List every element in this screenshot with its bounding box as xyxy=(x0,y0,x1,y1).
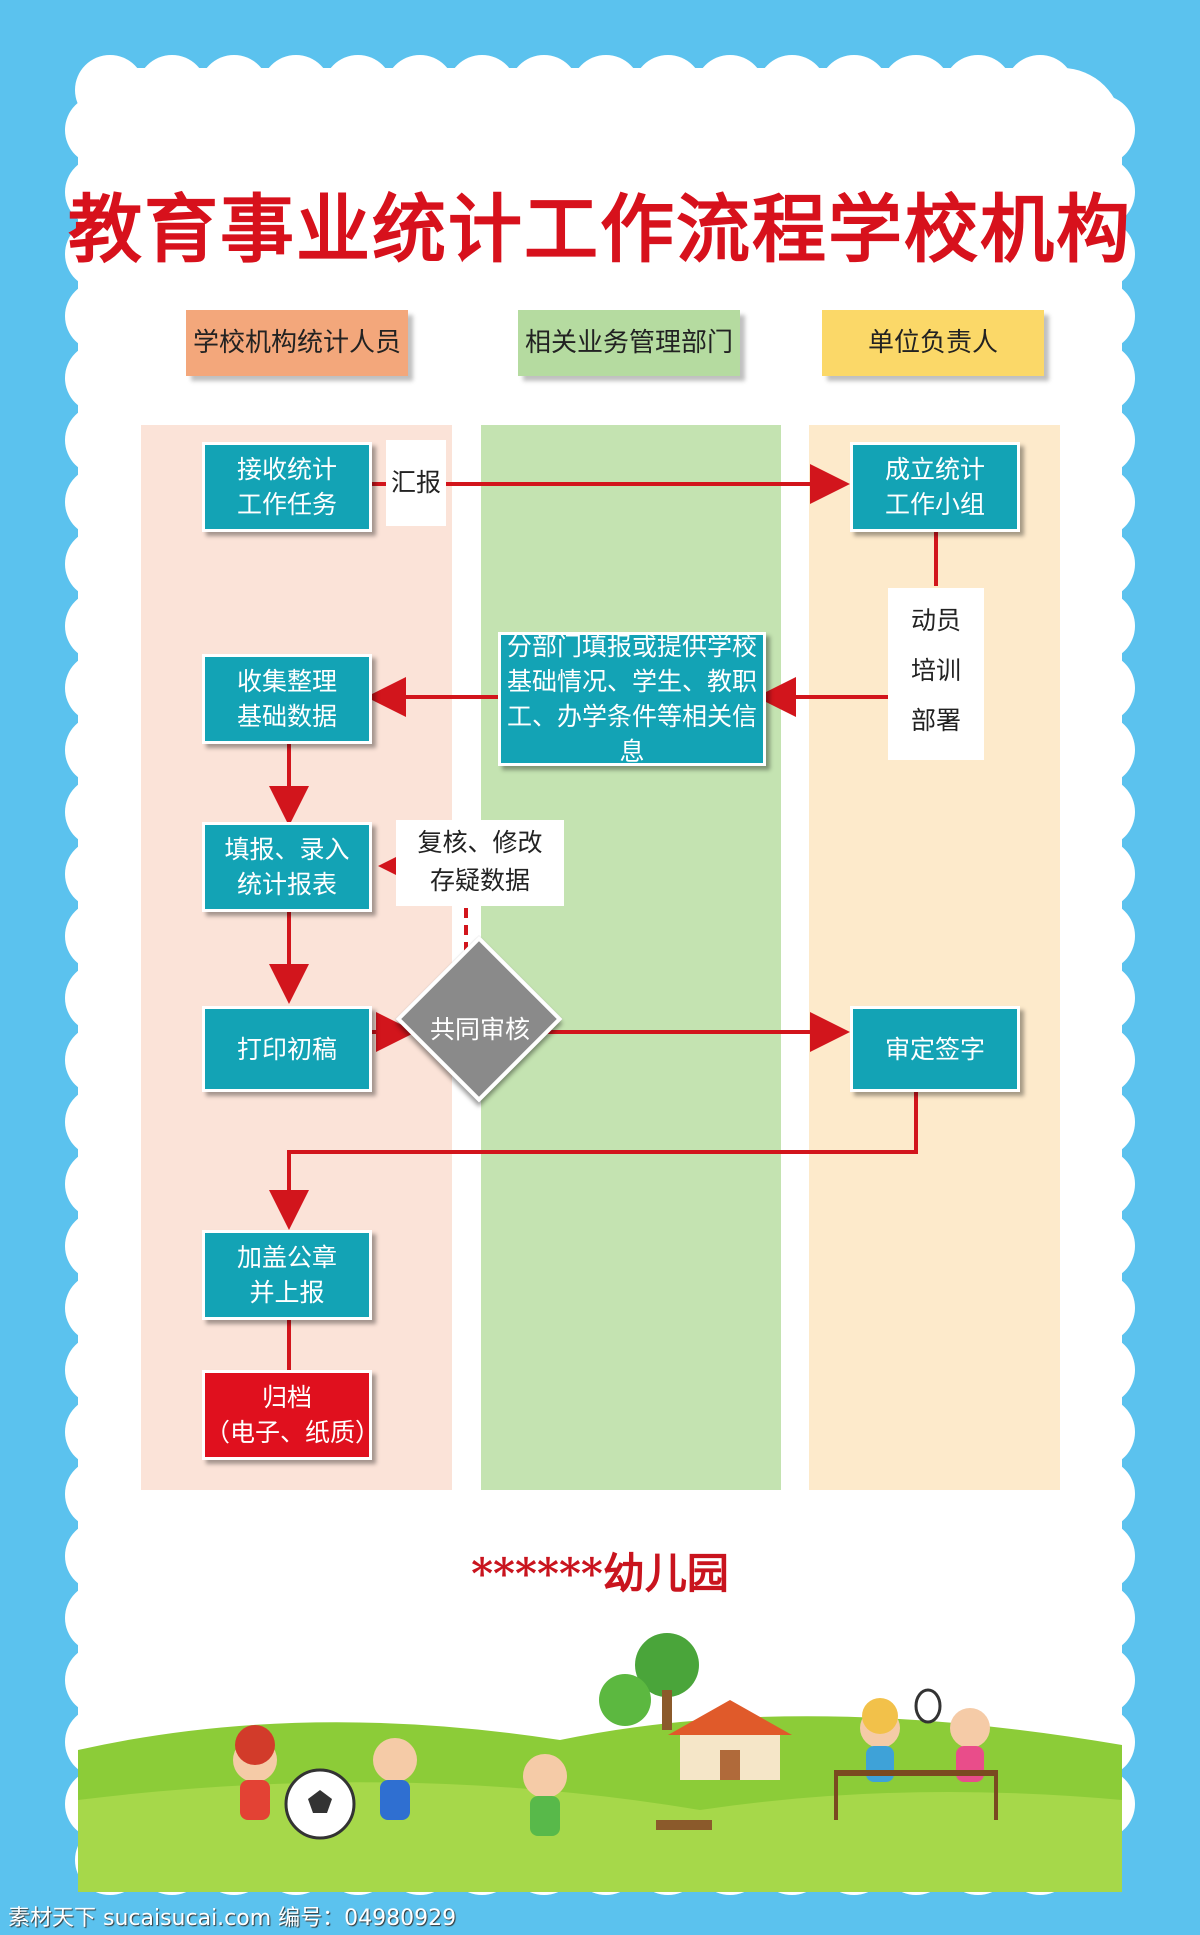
decision-joint-review: 共同审核 xyxy=(429,1015,530,1044)
scallop-bump xyxy=(65,1583,135,1653)
scallop-bump xyxy=(65,1459,135,1529)
scallop-bump xyxy=(1065,839,1135,909)
scallop-bump xyxy=(1065,591,1135,661)
scallop-bump xyxy=(65,467,135,537)
scallop-bump xyxy=(1065,1583,1135,1653)
scallop-bump xyxy=(65,591,135,661)
tennis-net-icon xyxy=(836,1770,996,1776)
scallop-bump xyxy=(65,529,135,599)
scallop-bump xyxy=(65,219,135,289)
scallop-bump xyxy=(695,55,765,125)
scallop-bump xyxy=(943,55,1013,125)
lane-header-management-dept: 相关业务管理部门 xyxy=(518,310,740,376)
scallop-bump xyxy=(65,715,135,785)
arrow-to-seal xyxy=(269,1090,918,1230)
scallop-bump xyxy=(1065,1335,1135,1405)
scallop-bump xyxy=(1065,405,1135,475)
scallop-bump xyxy=(65,963,135,1033)
scallop-bump xyxy=(65,405,135,475)
child-figure-icon xyxy=(373,1738,417,1782)
scallop-bump xyxy=(323,55,393,125)
scallop-bump xyxy=(65,343,135,413)
scallop-bump xyxy=(1065,1521,1135,1591)
scallop-bump xyxy=(1065,1645,1135,1715)
scallop-bump xyxy=(1065,963,1135,1033)
scallop-bump xyxy=(65,1211,135,1281)
scallop-bump xyxy=(137,55,207,125)
scallop-bump xyxy=(385,55,455,125)
scallop-bump xyxy=(1005,55,1075,125)
scallop-bump xyxy=(65,1521,135,1591)
node-archive: 归档（电子、纸质） xyxy=(202,1370,380,1460)
lane-header-unit-head: 单位负责人 xyxy=(822,310,1044,376)
scallop-bump xyxy=(571,55,641,125)
scallop-bump xyxy=(65,1397,135,1467)
scallop-bump xyxy=(509,55,579,125)
scallop-bump xyxy=(65,1273,135,1343)
scallop-bump xyxy=(65,1149,135,1219)
scallop-bump xyxy=(881,55,951,125)
scallop-bump xyxy=(65,839,135,909)
scallop-bump xyxy=(819,55,889,125)
scallop-bump xyxy=(1065,653,1135,723)
scallop-bump xyxy=(1065,1211,1135,1281)
scallop-bump xyxy=(1065,219,1135,289)
scallop-bump xyxy=(1065,715,1135,785)
scallop-bump xyxy=(447,55,517,125)
scallop-bump xyxy=(65,1087,135,1157)
scallop-bump xyxy=(1065,1149,1135,1219)
scallop-bump xyxy=(633,55,703,125)
node-fill-report: 填报、录入统计报表 xyxy=(202,822,372,912)
scallop-bump xyxy=(65,777,135,847)
child-figure-icon xyxy=(523,1754,567,1798)
scallop-bump xyxy=(1065,157,1135,227)
scallop-bump xyxy=(1065,467,1135,537)
node-seal-submit: 加盖公章并上报 xyxy=(202,1230,372,1320)
scallop-bump xyxy=(65,1025,135,1095)
node-print-draft: 打印初稿 xyxy=(202,1006,372,1092)
footer-kindergarten-name: ******幼儿园 xyxy=(471,1549,729,1598)
scallop-bump xyxy=(65,901,135,971)
node-receive-task: 接收统计工作任务 xyxy=(202,442,372,532)
scallop-bump xyxy=(1065,95,1135,165)
scallop-bump xyxy=(1065,1459,1135,1529)
scallop-bump xyxy=(1065,1087,1135,1157)
watermark-text: 素材天下 sucaisucai.com 编号：04980929 xyxy=(8,1906,457,1931)
scallop-bump xyxy=(199,55,269,125)
lane-header-school-staff: 学校机构统计人员 xyxy=(186,310,408,376)
scallop-bump xyxy=(1065,1273,1135,1343)
node-dept-fill: 分部门填报或提供学校基础情况、学生、教职工、办学条件等相关信息 xyxy=(498,632,766,766)
page-title: 教育事业统计工作流程学校机构 xyxy=(68,187,1132,273)
scallop-bump xyxy=(65,95,135,165)
scallop-bump xyxy=(1065,901,1135,971)
note-recheck: 复核、修改存疑数据 xyxy=(396,820,564,906)
scallop-bump xyxy=(1065,343,1135,413)
scallop-bump xyxy=(1065,1397,1135,1467)
scallop-bump xyxy=(1065,529,1135,599)
bench-icon xyxy=(656,1820,712,1830)
node-collect-data: 收集整理基础数据 xyxy=(202,654,372,744)
node-set-up-group: 成立统计工作小组 xyxy=(850,442,1020,532)
lane-management-dept xyxy=(481,425,781,1490)
tree-icon xyxy=(635,1633,699,1697)
note-mobilize: 动员培训部署 xyxy=(888,588,984,760)
scallop-bump xyxy=(65,1645,135,1715)
tennis-racket-icon xyxy=(914,1688,942,1724)
scallop-bump xyxy=(65,281,135,351)
scallop-bump xyxy=(65,1335,135,1405)
scallop-bump xyxy=(1065,1025,1135,1095)
house-icon xyxy=(668,1700,792,1735)
node-approve-sign: 审定签字 xyxy=(850,1006,1020,1092)
scallop-bump xyxy=(1065,281,1135,351)
child-figure-icon xyxy=(950,1708,990,1748)
scallop-bump xyxy=(1065,777,1135,847)
scallop-bump xyxy=(261,55,331,125)
scallop-bump xyxy=(65,653,135,723)
scallop-bump xyxy=(65,157,135,227)
scallop-bump xyxy=(757,55,827,125)
note-report: 汇报 xyxy=(386,440,446,526)
